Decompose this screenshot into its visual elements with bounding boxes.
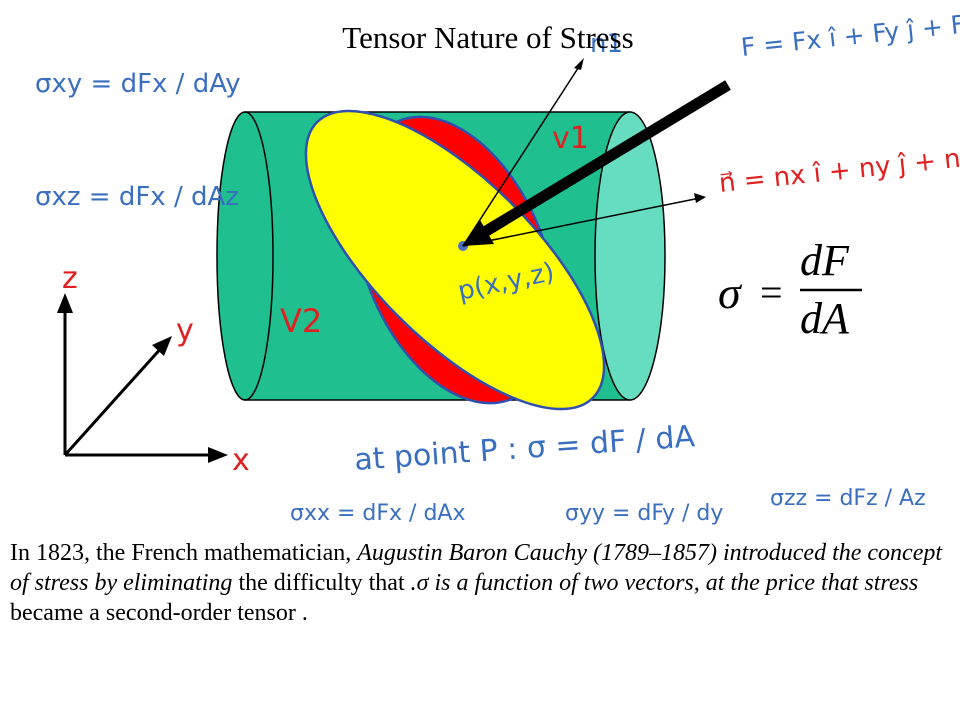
cylinder-left-end [216, 111, 274, 401]
note-n-vector: n⃗ = nx î + ny ĵ + nz k̂ [717, 138, 960, 199]
normal-arrow-n [462, 197, 701, 247]
formula-sigma: σ⃗ [718, 267, 776, 318]
cylinder-right-end [594, 111, 666, 401]
note-at-point: at point P : σ = dF / dA [353, 419, 696, 478]
force-arrow [475, 80, 731, 241]
note-n1: n1 [590, 29, 623, 59]
axis-label-y: y [176, 313, 194, 348]
axis-label-z: z [62, 261, 78, 296]
formula-denominator: dA [800, 294, 850, 343]
stress-formula: σ⃗ = dF⃗ dA [718, 236, 883, 343]
note-sigma-xx: σxx = dFx / dAx [290, 501, 465, 526]
note-sigma-zz: σzz = dFz / Az [770, 486, 926, 511]
label-v2: V2 [280, 302, 322, 340]
paragraph-part-1: In 1823, the French mathematician, [10, 540, 358, 566]
paragraph-part-3: the difficulty that [232, 570, 411, 596]
yellow-cut-plane [304, 109, 606, 411]
note-sigma-xz: σxz = dFx / dAz [35, 182, 239, 212]
note-sigma-yy: σyy = dFy / dy [565, 501, 723, 526]
note-sigma-xy: σxy = dFx / dAy [35, 69, 241, 99]
coordinate-axes [57, 293, 228, 463]
paragraph-part-5: became a second-order tensor . [10, 600, 308, 626]
axis-label-x: x [232, 443, 250, 478]
body-paragraph: In 1823, the French mathematician, Augus… [10, 538, 950, 628]
label-v1: v1 [552, 121, 589, 156]
formula-numerator: dF⃗ [800, 236, 883, 285]
formula-equals: = [760, 270, 783, 315]
paragraph-part-2: Augustin Baron Cauchy (1789–1857) introd… [10, 540, 943, 596]
paragraph-part-4: .σ is a function of two vectors, at the … [410, 570, 919, 596]
normal-arrow-n1 [462, 61, 583, 247]
slide-title: Tensor Nature of Stress [342, 20, 634, 55]
